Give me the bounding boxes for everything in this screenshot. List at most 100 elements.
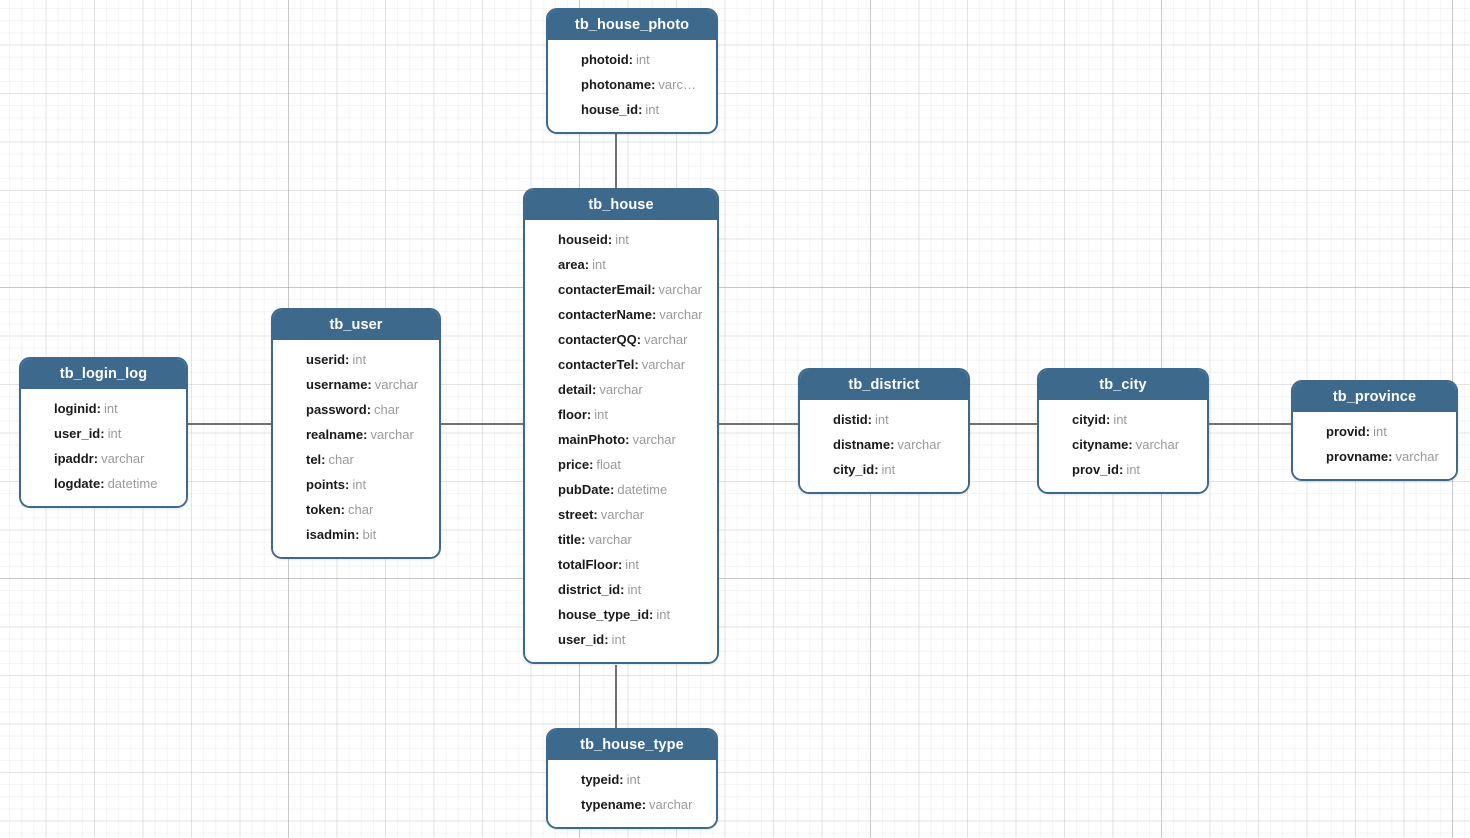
field-name: userid [306,352,346,367]
field-row[interactable]: cityid:int [1039,407,1207,432]
field-row[interactable]: provname:varchar [1293,444,1456,469]
field-row[interactable]: floor:int [525,402,717,427]
field-separator: : [890,437,895,452]
field-row[interactable]: price:float [525,452,717,477]
field-type: int [875,412,889,427]
field-type: datetime [107,476,158,491]
field-separator: : [1105,412,1111,427]
field-name: contacterEmail [558,282,652,297]
field-separator: : [1365,424,1371,439]
field-row[interactable]: contacterName:varchar [525,302,717,327]
field-row[interactable]: title:varchar [525,527,717,552]
field-row[interactable]: realname:varchar [273,422,439,447]
field-name: username [306,377,368,392]
field-row[interactable]: user_id:int [21,421,186,446]
field-row[interactable]: totalFloor:int [525,552,717,577]
field-row[interactable]: street:varchar [525,502,717,527]
field-row[interactable]: distname:varchar [800,432,968,457]
field-separator: : [581,532,586,547]
field-type: varchar [644,332,688,347]
field-name: area [558,257,585,272]
field-separator: : [321,452,326,467]
field-row[interactable]: ipaddr:varchar [21,446,186,471]
field-row[interactable]: cityname:varchar [1039,432,1207,457]
field-name: provid [1326,424,1366,439]
field-separator: : [96,401,101,416]
field-row[interactable]: photoid:int [548,47,716,72]
connector-login-log-to-user[interactable] [187,423,272,425]
field-type: int [615,232,629,247]
field-type: int [103,401,118,416]
field-row[interactable]: contacterEmail:varchar [525,277,717,302]
field-separator: : [593,507,598,522]
connector-district-to-city[interactable] [969,423,1038,425]
entity-title-tb_user: tb_user [273,310,439,340]
field-row[interactable]: user_id:int [525,627,717,652]
field-row[interactable]: contacterQQ:varchar [525,327,717,352]
field-name: pubDate [558,482,610,497]
connector-city-to-province[interactable] [1208,423,1292,425]
field-type: varc… [658,77,696,92]
field-type: int [627,582,642,597]
field-row[interactable]: points:int [273,472,439,497]
field-name: loginid [54,401,97,416]
field-row[interactable]: loginid:int [21,396,186,421]
field-row[interactable]: house_type_id:int [525,602,717,627]
field-row[interactable]: prov_id:int [1039,457,1207,482]
field-name: distname [833,437,891,452]
field-row[interactable]: area:int [525,252,717,277]
field-row[interactable]: house_id:int [548,97,716,122]
field-separator: : [367,377,372,392]
field-row[interactable]: typeid:int [548,767,716,792]
field-name: ipaddr [54,451,94,466]
entity-title-tb_house_type: tb_house_type [548,730,716,760]
field-row[interactable]: distid:int [800,407,968,432]
field-row[interactable]: provid:int [1293,419,1456,444]
field-row[interactable]: token:char [273,497,439,522]
connector-user-to-house[interactable] [440,423,524,425]
field-type: int [1126,462,1141,477]
field-row[interactable]: password:char [273,397,439,422]
field-type: int [645,102,660,117]
field-row[interactable]: district_id:int [525,577,717,602]
field-separator: : [628,52,633,67]
field-separator: : [100,426,105,441]
field-row[interactable]: detail:varchar [525,377,717,402]
field-row[interactable]: typename:varchar [548,792,716,817]
field-separator: : [617,557,623,572]
field-row[interactable]: pubDate:datetime [525,477,717,502]
field-row[interactable]: isadmin:bit [273,522,439,547]
field-row[interactable]: mainPhoto:varchar [525,427,717,452]
field-row[interactable]: contacterTel:varchar [525,352,717,377]
connector-house-photo-to-house[interactable] [615,132,617,189]
connector-house-to-district[interactable] [718,423,799,425]
field-row[interactable]: logdate:datetime [21,471,186,496]
field-name: password [306,402,367,417]
field-row[interactable]: username:varchar [273,372,439,397]
field-row[interactable]: tel:char [273,447,439,472]
field-row[interactable]: userid:int [273,347,439,372]
field-separator: : [589,457,594,472]
field-separator: : [649,607,654,622]
field-name: photoid [581,52,629,67]
field-separator: : [363,427,368,442]
connector-house-to-house-type[interactable] [615,665,617,729]
field-row[interactable]: houseid:int [525,227,717,252]
entity-title-tb_city: tb_city [1039,370,1207,400]
field-row[interactable]: city_id:int [800,457,968,482]
field-type: int [636,52,650,67]
field-separator: : [651,77,656,92]
field-separator: : [591,382,597,397]
field-row[interactable]: photoname:varc… [548,72,716,97]
